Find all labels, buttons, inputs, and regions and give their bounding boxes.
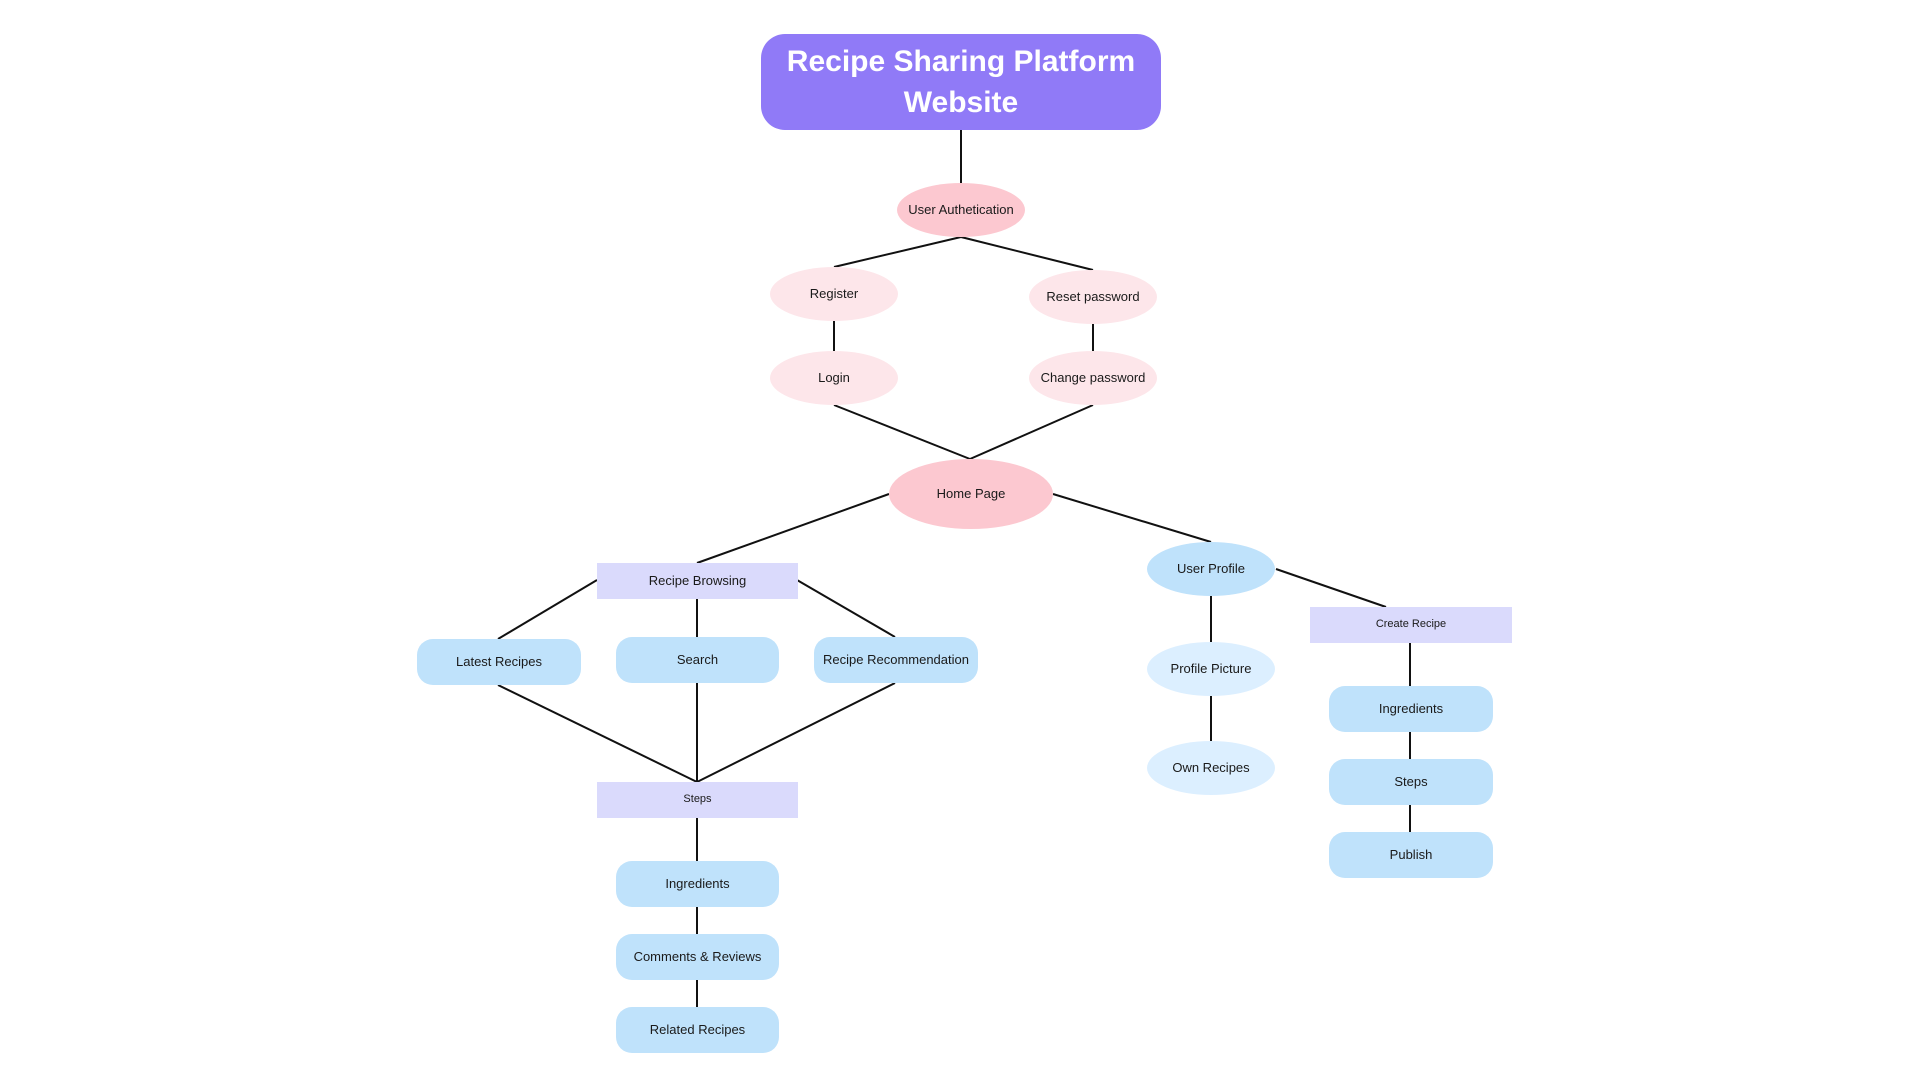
- page-title: Recipe Sharing Platform Website: [761, 34, 1161, 130]
- connector-line: [696, 493, 890, 564]
- node-search: Search: [616, 637, 779, 683]
- connector-line: [1052, 493, 1212, 543]
- node-recipe-recommendation: Recipe Recommendation: [814, 637, 978, 683]
- connector-line: [497, 684, 698, 783]
- node-create-ingredients: Ingredients: [1329, 686, 1493, 732]
- node-latest-recipes: Latest Recipes: [417, 639, 581, 685]
- node-home-page: Home Page: [889, 459, 1053, 529]
- node-related-recipes: Related Recipes: [616, 1007, 779, 1053]
- connector-line: [969, 404, 1094, 460]
- node-register: Register: [770, 267, 898, 321]
- connector-line: [960, 236, 1094, 271]
- node-login: Login: [770, 351, 898, 405]
- connector-line: [833, 404, 971, 460]
- connector-line: [833, 236, 962, 268]
- node-user-profile: User Profile: [1147, 542, 1275, 596]
- node-user-authentication: User Authetication: [897, 183, 1025, 237]
- connector-line: [696, 682, 896, 783]
- node-publish: Publish: [1329, 832, 1493, 878]
- node-ingredients: Ingredients: [616, 861, 779, 907]
- node-profile-picture: Profile Picture: [1147, 642, 1275, 696]
- node-own-recipes: Own Recipes: [1147, 741, 1275, 795]
- connector-line: [1275, 568, 1387, 608]
- node-change-password: Change password: [1029, 351, 1157, 405]
- connector-line: [497, 579, 598, 640]
- connector-line: [796, 579, 896, 638]
- node-recipe-browsing: Recipe Browsing: [597, 563, 798, 599]
- node-reset-password: Reset password: [1029, 270, 1157, 324]
- node-create-recipe: Create Recipe: [1310, 607, 1512, 643]
- node-comments-reviews: Comments & Reviews: [616, 934, 779, 980]
- node-steps: Steps: [597, 782, 798, 818]
- node-create-steps: Steps: [1329, 759, 1493, 805]
